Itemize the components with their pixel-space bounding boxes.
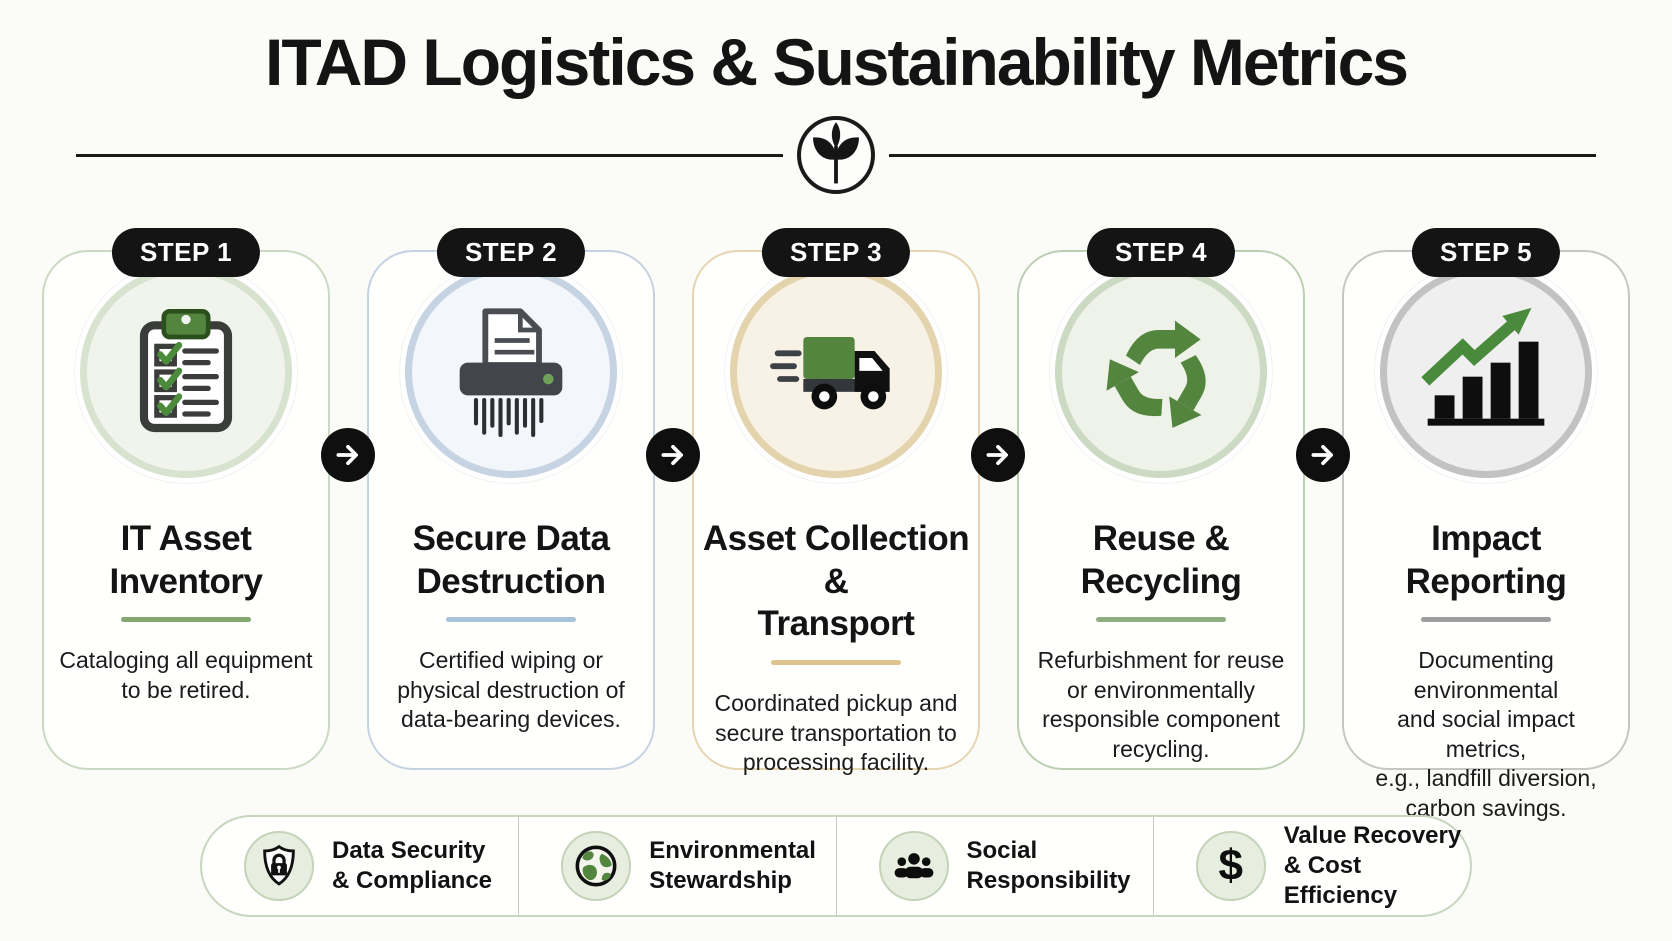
footer-label: Value Recovery & Cost Efficiency xyxy=(1283,821,1462,910)
dollar-icon: $ xyxy=(1195,831,1266,901)
step-description: Cataloging all equipment to be retired. xyxy=(59,647,313,703)
accent-underline xyxy=(1096,617,1226,623)
step-description: Coordinated pickup and secure transporta… xyxy=(714,690,958,775)
step-badge: STEP 3 xyxy=(761,228,911,277)
recycle-icon xyxy=(1055,266,1267,478)
step-description: Certified wiping or physical destruction… xyxy=(397,647,625,733)
step-badge: STEP 2 xyxy=(436,228,586,277)
shredder-icon xyxy=(405,266,617,478)
accent-underline xyxy=(446,617,576,623)
footer-label: Environmental Stewardship xyxy=(649,836,816,894)
footer-label: Social Responsibility xyxy=(966,836,1131,894)
footer-item-data-security: Data Security & Compliance xyxy=(202,817,518,915)
arrow-right-icon xyxy=(321,428,375,482)
step-card-1: STEP 1 xyxy=(42,228,330,770)
step-card-4: STEP 4 xyxy=(1017,228,1305,770)
step-title: IT Asset Inventory xyxy=(109,519,263,601)
people-group-icon xyxy=(878,831,949,901)
values-footer-bar: Data Security & Compliance Environmental… xyxy=(200,815,1472,917)
arrow-right-icon xyxy=(1296,428,1350,482)
leaf-icon xyxy=(797,116,875,194)
footer-label: Data Security & Compliance xyxy=(332,836,493,894)
clipboard-checklist-icon xyxy=(80,266,292,478)
step-description: Refurbishment for reuse or environmental… xyxy=(1037,647,1285,762)
bar-chart-growth-icon xyxy=(1380,266,1592,478)
step-card-3: STEP 3 Asset Collection & xyxy=(692,228,980,775)
divider-line-left xyxy=(76,153,783,157)
delivery-truck-icon xyxy=(730,266,942,478)
globe-icon xyxy=(561,831,632,901)
accent-underline xyxy=(771,660,901,666)
step-title: Asset Collection & Transport xyxy=(702,519,970,644)
arrow-right-icon xyxy=(646,428,700,482)
step-badge: STEP 5 xyxy=(1411,228,1561,277)
footer-item-environmental-stewardship: Environmental Stewardship xyxy=(518,817,835,915)
step-badge: STEP 1 xyxy=(111,228,261,277)
step-card-5: STEP 5 Impact Reporting Documenting env xyxy=(1342,228,1630,821)
accent-underline xyxy=(1421,617,1551,623)
shield-lock-icon xyxy=(244,831,314,901)
step-title: Reuse & Recycling xyxy=(1080,519,1242,601)
footer-item-social-responsibility: Social Responsibility xyxy=(835,817,1153,915)
accent-underline xyxy=(121,617,251,623)
step-card-2: STEP 2 xyxy=(367,228,655,770)
step-title: Impact Reporting xyxy=(1405,519,1567,601)
step-description: Documenting environmental and social imp… xyxy=(1375,647,1597,821)
step-badge: STEP 4 xyxy=(1086,228,1236,277)
step-title: Secure Data Destruction xyxy=(412,519,610,601)
header-divider xyxy=(76,115,1596,195)
arrow-right-icon xyxy=(971,428,1025,482)
divider-line-right xyxy=(889,153,1596,157)
page-title: ITAD Logistics & Sustainability Metrics xyxy=(264,25,1409,99)
process-steps-row: STEP 1 xyxy=(42,228,1630,821)
footer-item-value-recovery: $ Value Recovery & Cost Efficiency xyxy=(1152,817,1470,915)
